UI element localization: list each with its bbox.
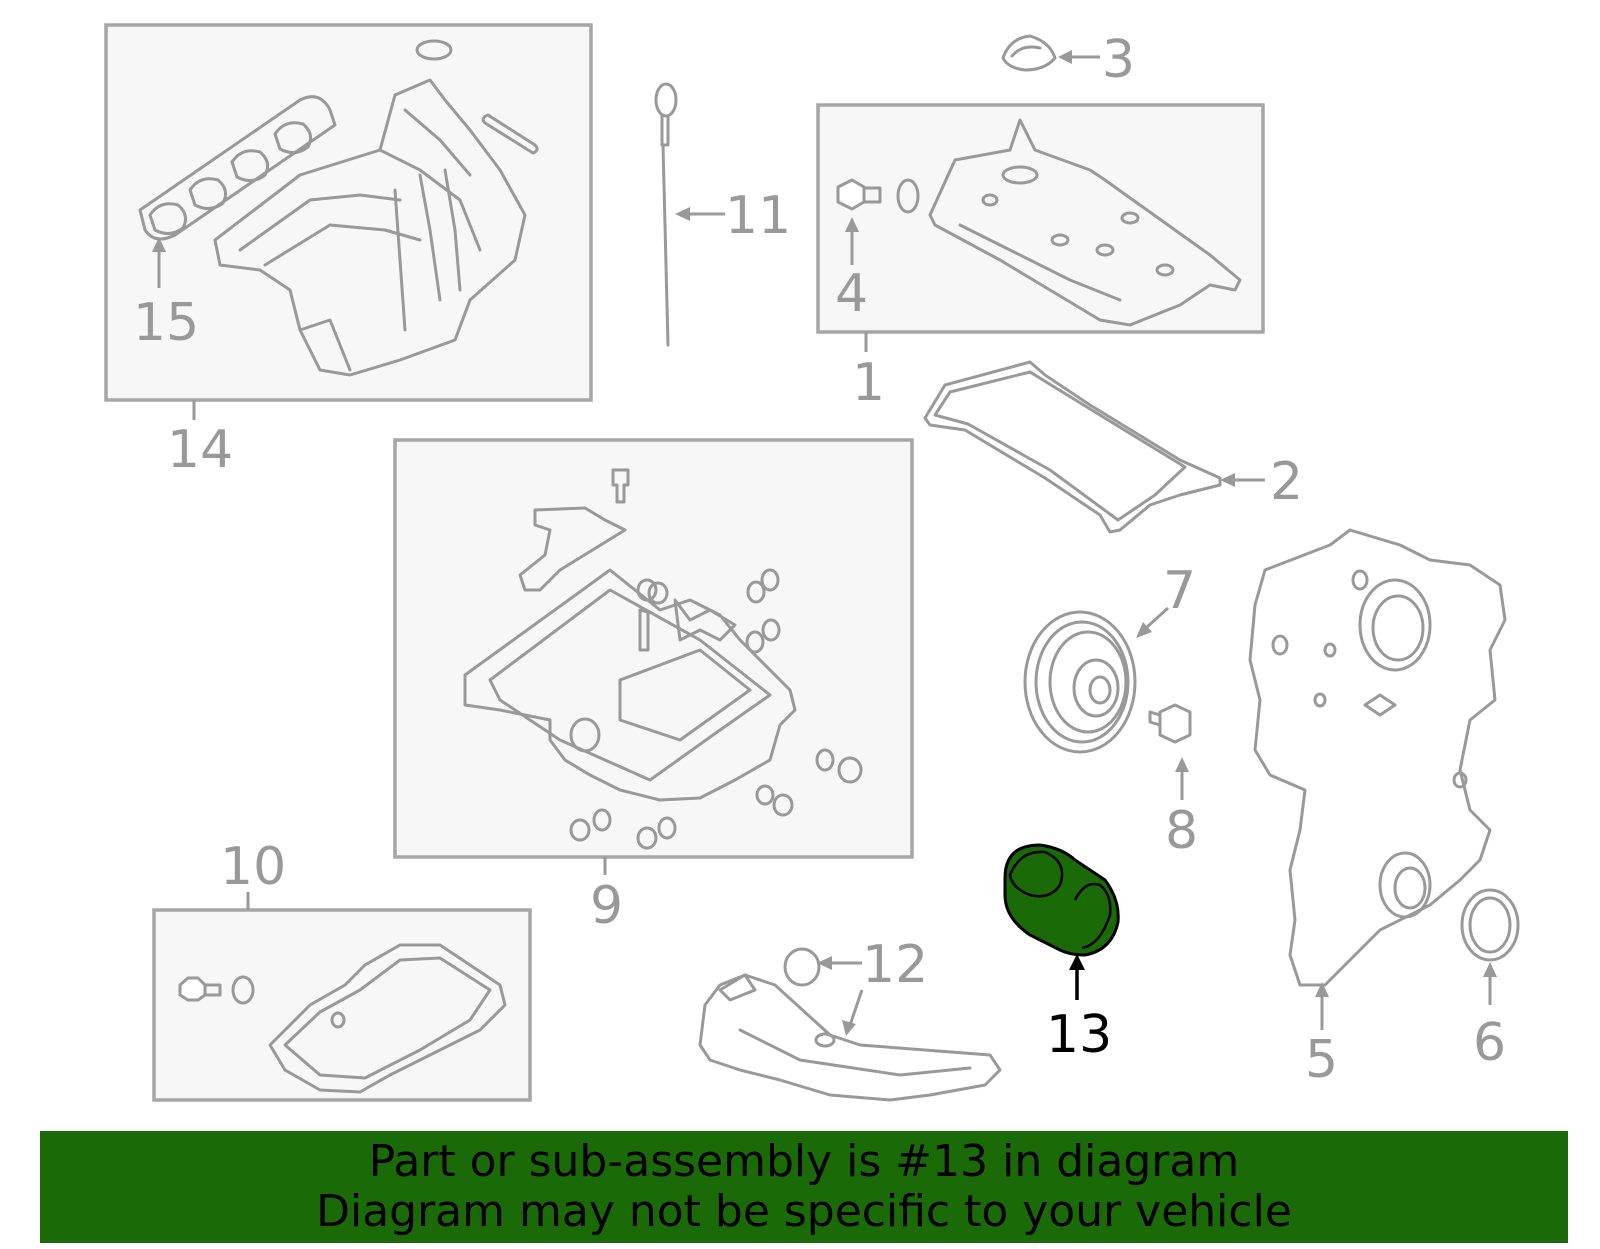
part-13-oil-filter[interactable] [1003,843,1120,957]
part-2-cover-gasket[interactable] [923,360,1222,534]
part-9-oil-pan[interactable] [463,468,797,802]
part-5-timing-cover[interactable] [1248,528,1507,987]
callout-2: 2 [1270,452,1303,512]
callout-8: 8 [1165,801,1198,861]
box-trans-oil-pan [152,908,532,1102]
part-12-oil-strainer[interactable] [698,947,1002,1102]
banner-line-2: Diagram may not be specific to your vehi… [316,1186,1292,1237]
box-valve-cover [816,103,1265,334]
box-intake-manifold [104,23,593,402]
callout-5: 5 [1305,1030,1338,1090]
part-11-dipstick[interactable] [654,82,678,347]
part-3-oil-cap[interactable] [1001,34,1057,72]
callout-1: 1 [852,353,885,413]
callout-15: 15 [133,293,199,353]
info-banner: Part or sub-assembly is #13 in diagram D… [40,1131,1568,1243]
callout-12: 12 [862,935,928,995]
part-14-intake-manifold[interactable] [213,39,539,377]
callout-9: 9 [590,876,623,936]
callout-3: 3 [1102,30,1135,90]
callout-14: 14 [167,420,233,480]
callout-7: 7 [1163,561,1196,621]
callout-11: 11 [725,186,791,246]
part-1-valve-cover[interactable] [928,118,1242,327]
callout-10: 10 [220,837,286,897]
part-9-pan-plugs[interactable] [569,568,863,850]
callout-13: 13 [1046,1005,1112,1065]
callout-6: 6 [1473,1013,1506,1073]
part-15-intake-gasket[interactable] [138,95,337,241]
part-7-crank-pulley[interactable] [1023,610,1137,754]
leader-lines [152,50,1497,1036]
part-6-front-seal[interactable] [1460,888,1520,962]
part-4-cover-bolt[interactable] [836,178,920,214]
part-10-trans-pan[interactable] [178,943,507,1094]
box-oil-pan [393,438,914,859]
banner-line-1: Part or sub-assembly is #13 in diagram [368,1136,1240,1187]
part-8-pulley-bolt[interactable] [1148,703,1192,744]
callout-4: 4 [835,264,868,324]
